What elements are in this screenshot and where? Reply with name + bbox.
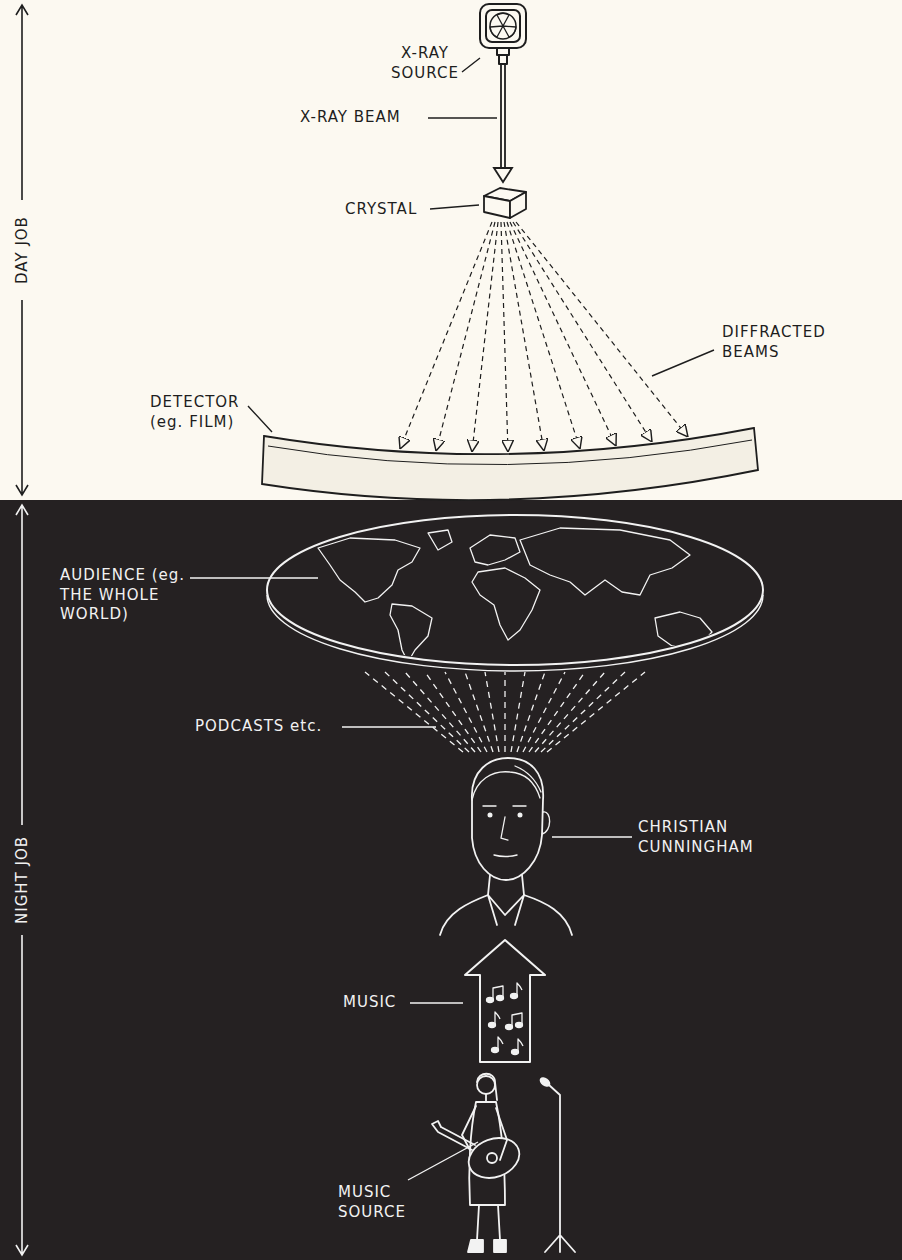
callout-label: MUSIC <box>343 993 413 1013</box>
callout-label: CRYSTAL <box>345 200 435 220</box>
band-title: NIGHT JOB <box>13 836 31 924</box>
callout-label: DIFFRACTED BEAMS <box>722 323 847 362</box>
band-title: DAY JOB <box>13 216 31 284</box>
callout-label: CHRISTIAN CUNNINGHAM <box>638 818 763 857</box>
band: NIGHT JOB <box>0 500 902 1260</box>
callout-label: PODCASTS etc. <box>195 717 355 737</box>
callout-label: DETECTOR (eg. FILM) <box>150 393 250 432</box>
callout-label: X-RAY BEAM <box>300 108 460 128</box>
callout-label: AUDIENCE (eg. THE WHOLE WORLD) <box>60 566 188 625</box>
callout-label: MUSIC SOURCE <box>338 1183 418 1222</box>
callout-label: X-RAY SOURCE <box>385 44 465 83</box>
